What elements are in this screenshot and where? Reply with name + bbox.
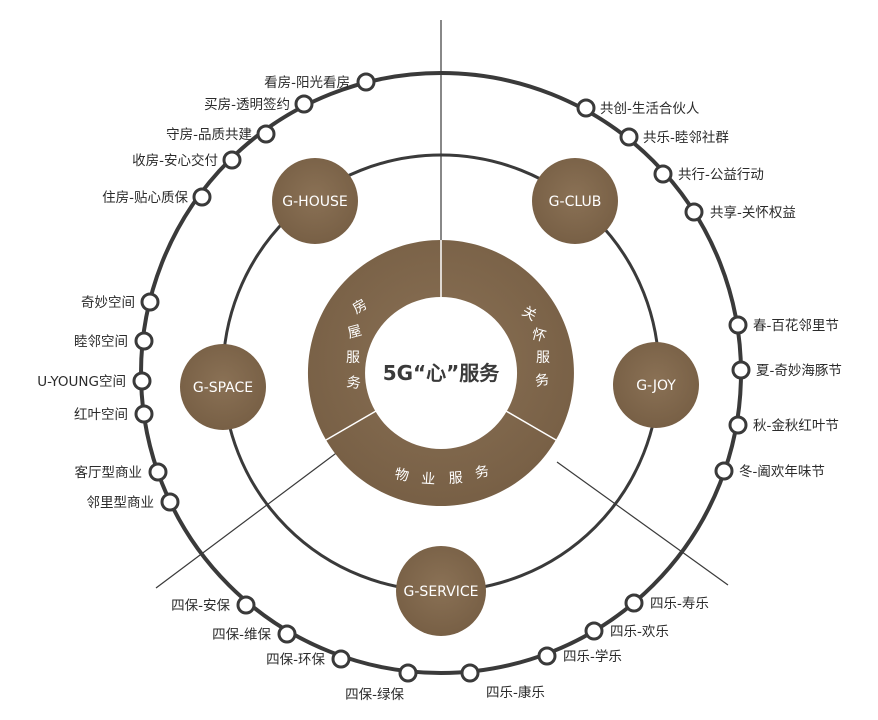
- outer-label: 住房-贴心质保: [102, 190, 188, 206]
- core-segment-property: 物 业 服 务: [393, 463, 490, 488]
- outer-dots: [132, 72, 751, 683]
- ring-dot: [148, 462, 168, 482]
- labels-house: 看房-阳光看房 买房-透明签约 守房-品质共建 收房-安心交付 住房-贴心质保: [102, 75, 350, 206]
- labels-service-left: 四保-安保 四保-维保 四保-环保 四保-绿保: [171, 598, 404, 703]
- outer-label: 四保-维保: [212, 627, 271, 643]
- core-char: 服: [346, 350, 360, 366]
- ring-dot: [256, 124, 276, 144]
- outer-label: 共乐-睦邻社群: [643, 130, 729, 146]
- outer-label: 四保-安保: [171, 598, 230, 614]
- divider-left: [155, 444, 348, 589]
- node-label: G-CLUB: [549, 194, 602, 210]
- ring-dot: [134, 331, 154, 351]
- outer-label: 共享-关怀权益: [710, 204, 796, 221]
- outer-label: 秋-金秋红叶节: [753, 418, 839, 434]
- ring-dot: [132, 371, 152, 391]
- ring-dot: [537, 646, 557, 666]
- ring-dot: [331, 649, 351, 669]
- outer-label: 四保-环保: [266, 652, 325, 668]
- ring-dot: [619, 127, 639, 147]
- ring-dot: [160, 492, 180, 512]
- ring-dot: [294, 94, 314, 114]
- core-char: 务: [345, 374, 362, 392]
- outer-label: 看房-阳光看房: [264, 75, 350, 91]
- ring-dot: [576, 98, 596, 118]
- node-g-club: G-CLUB: [532, 158, 618, 244]
- ring-dot: [460, 663, 480, 683]
- core-separator-right: [505, 410, 557, 441]
- ring-dot: [624, 593, 644, 613]
- ring-dot: [192, 187, 212, 207]
- core-char: 屋: [346, 323, 364, 342]
- outer-label: 春-百花邻里节: [753, 318, 839, 334]
- ring-dot: [356, 72, 376, 92]
- labels-club: 共创-生活合伙人 共乐-睦邻社群 共行-公益行动 共享-关怀权益: [600, 101, 796, 221]
- outer-label: 四乐-康乐: [486, 684, 545, 701]
- outer-label: 冬-阖欢年味节: [739, 464, 825, 480]
- core-char: 务: [534, 372, 551, 390]
- outer-label: 收房-安心交付: [132, 152, 218, 169]
- ring-dot: [277, 624, 297, 644]
- ring-dot: [584, 621, 604, 641]
- core-char: 关: [519, 304, 539, 325]
- outer-label: 四乐-欢乐: [610, 624, 669, 640]
- labels-service-right: 四乐-寿乐 四乐-欢乐 四乐-学乐 四乐-康乐: [486, 595, 709, 701]
- divider-right: [556, 461, 729, 586]
- outer-label: U-YOUNG空间: [37, 374, 126, 390]
- node-g-house: G-HOUSE: [272, 158, 358, 244]
- outer-label: 客厅型商业: [75, 464, 143, 481]
- labels-space: 奇妙空间 睦邻空间 U-YOUNG空间 红叶空间 客厅型商业 邻里型商业: [37, 294, 154, 511]
- core-char: 房: [350, 297, 370, 318]
- outer-label: 买房-透明签约: [204, 96, 290, 113]
- outer-label: 四乐-学乐: [563, 649, 622, 665]
- node-label: G-HOUSE: [282, 194, 347, 210]
- outer-label: 守房-品质共建: [166, 127, 252, 143]
- ring-dot: [728, 415, 748, 435]
- core-ring: [307, 240, 574, 506]
- outer-label: 红叶空间: [74, 407, 128, 423]
- node-label: G-SPACE: [193, 380, 253, 396]
- core-segment-care: 关 怀 服 务: [519, 304, 550, 390]
- ring-dot: [134, 404, 154, 424]
- outer-label: 夏-奇妙海豚节: [756, 362, 842, 379]
- core-char: 务: [474, 463, 491, 482]
- core-separator-left: [325, 410, 377, 441]
- outer-label: 四乐-寿乐: [650, 595, 709, 612]
- ring-dot: [684, 202, 704, 222]
- core-char: 服: [536, 350, 550, 366]
- ring-dot: [398, 663, 418, 683]
- core-char: 业: [421, 471, 436, 488]
- node-label: G-SERVICE: [404, 584, 479, 600]
- outer-label: 共行-公益行动: [678, 167, 764, 183]
- ring-dot: [714, 461, 734, 481]
- node-label: G-JOY: [636, 378, 676, 394]
- labels-joy: 春-百花邻里节 夏-奇妙海豚节 秋-金秋红叶节 冬-阖欢年味节: [739, 318, 842, 480]
- ring-dot: [728, 315, 748, 335]
- node-g-joy: G-JOY: [613, 342, 699, 428]
- ring-dot: [222, 150, 242, 170]
- outer-label: 四保-绿保: [345, 687, 404, 703]
- core-char: 物: [393, 466, 410, 485]
- core-segment-house: 房 屋 服 务: [345, 297, 370, 393]
- center-title: 5G“心”服务: [383, 361, 501, 385]
- ring-dot: [731, 360, 751, 380]
- ring-dot: [140, 292, 160, 312]
- core-char: 服: [448, 470, 463, 487]
- node-g-space: G-SPACE: [180, 344, 266, 430]
- ring-dot: [653, 164, 673, 184]
- node-g-service: G-SERVICE: [396, 546, 486, 636]
- outer-label: 邻里型商业: [87, 495, 155, 511]
- outer-label: 奇妙空间: [81, 294, 135, 311]
- core-char: 怀: [530, 326, 548, 345]
- ring-dot: [236, 595, 256, 615]
- outer-label: 睦邻空间: [74, 334, 128, 350]
- outer-label: 共创-生活合伙人: [600, 101, 700, 117]
